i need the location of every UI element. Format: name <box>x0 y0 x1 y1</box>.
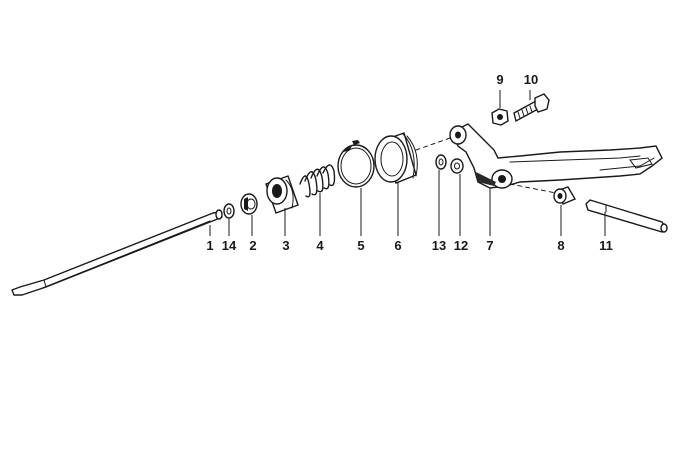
part-12-washer <box>450 158 464 174</box>
part-1-push-rod <box>11 209 223 296</box>
callout-14: 14 <box>222 238 237 253</box>
callout-5: 5 <box>357 238 364 253</box>
callout-13: 13 <box>432 238 446 253</box>
part-9-nut <box>491 108 509 126</box>
part-8-sleeve <box>553 186 577 205</box>
callout-12: 12 <box>454 238 468 253</box>
callout-10: 10 <box>524 72 538 87</box>
callout-9: 9 <box>496 72 503 87</box>
part-7-lever <box>449 123 663 189</box>
part-4-spring <box>299 164 336 198</box>
leader-lines <box>209 90 606 236</box>
callout-7: 7 <box>486 238 493 253</box>
callout-3: 3 <box>282 238 289 253</box>
callout-6: 6 <box>394 238 401 253</box>
callout-8: 8 <box>557 238 564 253</box>
part-3-bushing <box>265 175 299 214</box>
callout-2: 2 <box>249 238 256 253</box>
callout-1: 1 <box>206 238 213 253</box>
part-11-pin <box>585 199 668 233</box>
part-14-ring <box>223 203 235 219</box>
part-5-clip <box>337 140 375 188</box>
part-6-cylinder-cup <box>374 132 418 184</box>
part-13-washer <box>435 154 447 170</box>
part-10-bolt <box>513 93 550 123</box>
part-2-washer <box>240 193 258 215</box>
callout-4: 4 <box>316 238 324 253</box>
callout-11: 11 <box>599 238 613 253</box>
